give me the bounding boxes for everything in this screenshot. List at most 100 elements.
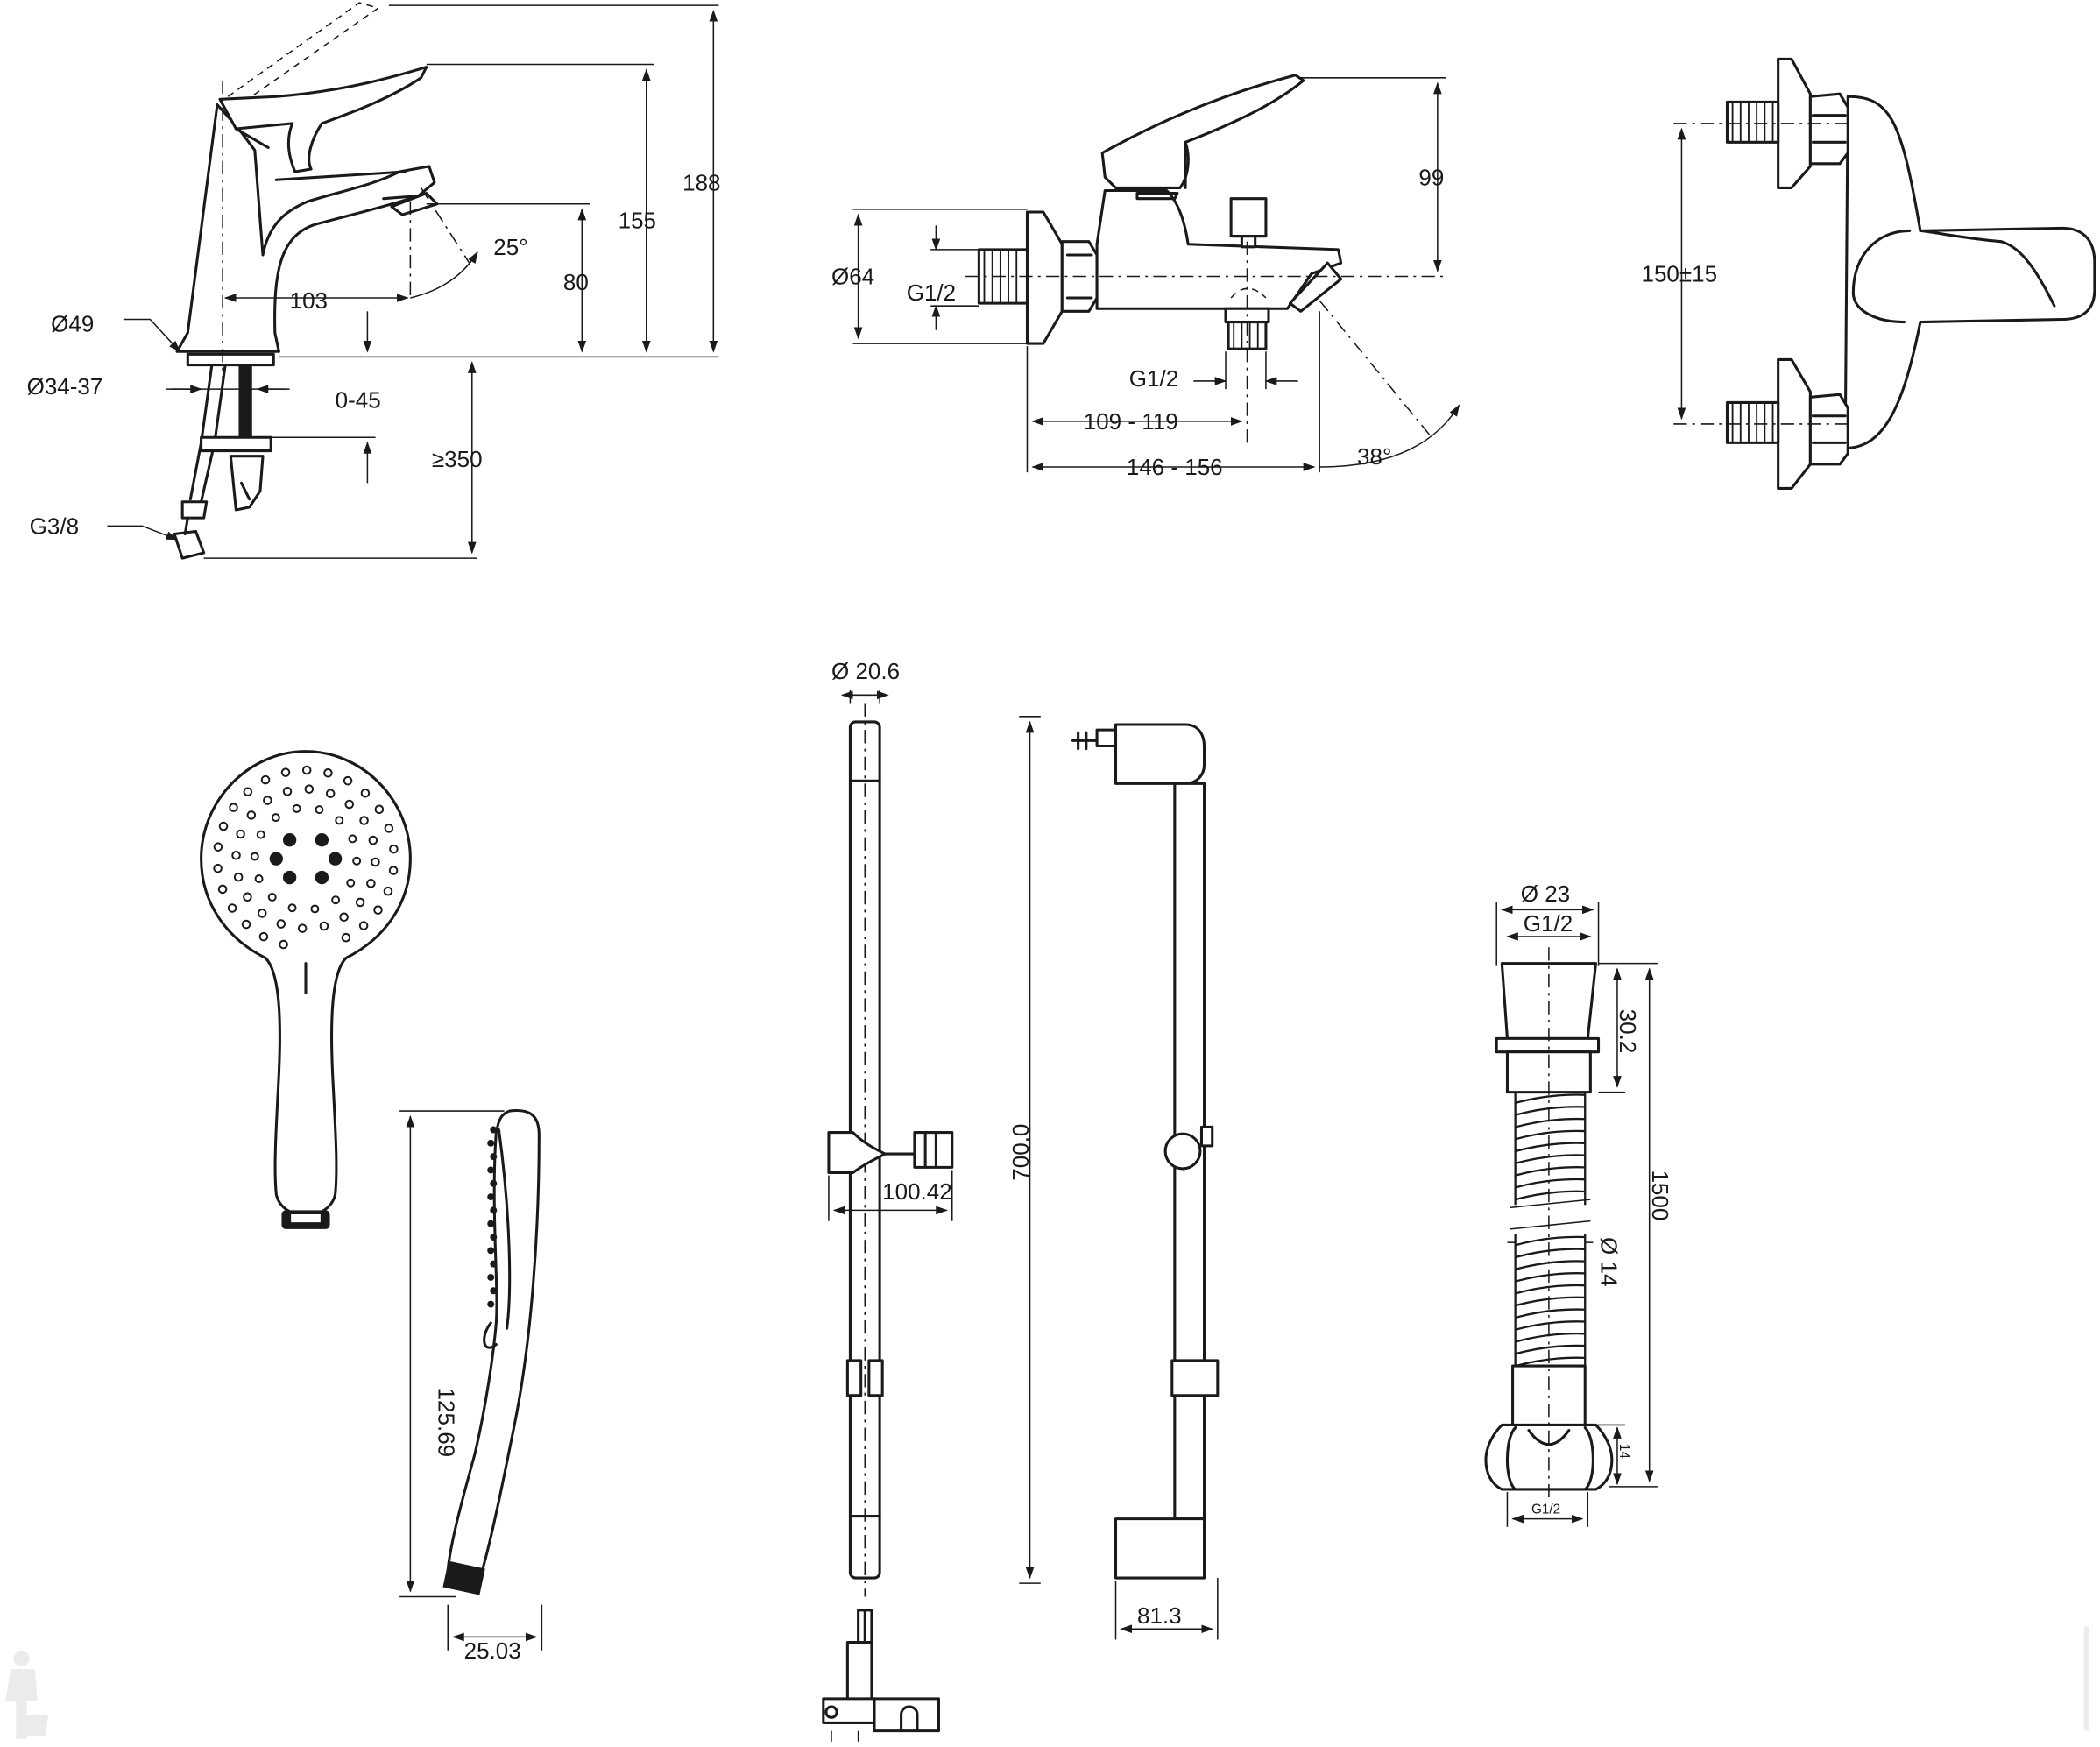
- hand-shower-side-view: 125.69 25.03: [399, 1108, 543, 1664]
- nozzle-dot: [304, 784, 315, 794]
- spray-nozzles: [213, 765, 399, 950]
- nozzle-dot: [383, 886, 393, 896]
- bath-angle-label: 38°: [1357, 443, 1391, 470]
- basin-thread-label: G3/8: [30, 513, 79, 540]
- nozzle-dot: [229, 803, 238, 812]
- nozzle-dot: [360, 788, 371, 798]
- hose-spiral: [1510, 1092, 1591, 1368]
- nozzle-dot: [490, 1126, 498, 1134]
- wall-mixer-view: 150±15: [1642, 57, 2096, 490]
- nozzle-dot: [335, 816, 344, 825]
- nozzle-dot: [269, 852, 283, 866]
- nozzle-dot: [487, 1220, 495, 1227]
- basin-reach-label: 103: [290, 287, 328, 314]
- hose-coil: [1515, 1260, 1586, 1270]
- hose-coil: [1515, 1272, 1586, 1283]
- slide-rail-side-view: 700.0 81.3: [1008, 716, 1220, 1640]
- bath-height-label: 99: [1418, 164, 1444, 190]
- nozzle-dot: [329, 852, 343, 866]
- nozzle-dot: [279, 939, 288, 950]
- nozzle-dot: [263, 796, 272, 805]
- nozzle-dot: [323, 768, 333, 778]
- hose-coil: [1515, 1129, 1586, 1141]
- nozzle-dot: [487, 1166, 495, 1174]
- nozzle-dot: [282, 786, 293, 796]
- nozzle-dot: [352, 856, 362, 866]
- basin-height-188-label: 188: [682, 169, 720, 195]
- bath-spout-length-label: 146 - 156: [1127, 454, 1223, 480]
- nozzle-dot: [487, 1273, 495, 1281]
- hose-coil: [1515, 1166, 1586, 1177]
- hose-coil: [1515, 1235, 1586, 1247]
- nozzle-dot: [348, 834, 357, 844]
- nozzle-dot: [246, 810, 257, 820]
- nozzle-dot: [243, 787, 253, 797]
- nozzle-dot: [231, 851, 241, 860]
- hose-cone-length-label: 30.2: [1615, 1009, 1641, 1054]
- rail-bracket-label: 81.3: [1137, 1602, 1182, 1629]
- slide-rail-front-view: Ø 20.6 100.42: [822, 658, 954, 1742]
- nozzle-dot: [271, 813, 280, 823]
- hand-shower-length-label: 125.69: [434, 1388, 460, 1458]
- plumber-logo-icon: [5, 1650, 49, 1739]
- hose-coil: [1515, 1154, 1586, 1164]
- nozzle-dot: [366, 879, 376, 888]
- hose-diameter-label: Ø 23: [1521, 881, 1570, 907]
- nozzle-dot: [359, 816, 369, 825]
- nozzle-dot: [276, 919, 286, 929]
- nozzle-dot: [487, 1139, 495, 1147]
- nozzle-dot: [355, 897, 365, 908]
- nozzle-dot: [267, 892, 277, 902]
- hose-coil: [1515, 1142, 1586, 1153]
- hose-top-thread-label: G1/2: [1524, 910, 1573, 937]
- rail-diameter-label: Ø 20.6: [831, 658, 900, 684]
- nozzle-dot: [487, 1193, 495, 1201]
- nozzle-dot: [490, 1287, 498, 1295]
- hose-coil: [1515, 1332, 1586, 1343]
- nozzle-dot: [292, 803, 301, 813]
- basin-hose-length-label: ≥350: [432, 446, 483, 472]
- hand-shower-thickness-label: 25.03: [464, 1637, 521, 1664]
- nozzle-dot: [301, 765, 312, 775]
- rail-length-label: 700.0: [1008, 1124, 1034, 1181]
- nozzle-dot: [344, 799, 355, 810]
- basin-mixer-view: Ø49 Ø34-37 G3/8 103 25° 80 155 188 0-45 …: [27, 2, 720, 560]
- nozzle-dot: [389, 844, 399, 854]
- nozzle-dot: [490, 1206, 498, 1214]
- nozzle-dot: [373, 905, 383, 915]
- nozzle-dot: [241, 919, 251, 930]
- basin-spout-height-label: 80: [563, 269, 589, 295]
- nozzle-dot: [243, 892, 252, 902]
- hose-coil: [1515, 1284, 1586, 1295]
- nozzle-dot: [346, 878, 356, 888]
- nozzle-dot: [490, 1179, 498, 1187]
- hand-shower-front-view: [200, 750, 412, 1229]
- hose-coil: [1515, 1344, 1586, 1355]
- bath-inlet-thread-label: G1/2: [907, 279, 956, 306]
- hose-coil: [1515, 1093, 1586, 1104]
- basin-deck-thickness-label: 0-45: [336, 387, 381, 414]
- nozzle-dot: [384, 824, 394, 833]
- nozzle-dot: [490, 1234, 498, 1241]
- hose-bottom-thread-label: G1/2: [1531, 1503, 1560, 1517]
- hose-coil: [1515, 1117, 1586, 1128]
- nozzle-dot: [260, 774, 271, 785]
- nozzle-dot: [297, 923, 308, 933]
- nozzle-dot: [490, 1153, 498, 1161]
- nozzle-dot: [341, 932, 351, 943]
- nozzle-dot: [250, 852, 259, 861]
- nozzle-dot: [213, 842, 223, 852]
- nozzle-dot: [287, 903, 297, 913]
- hose-length-label: 1500: [1647, 1170, 1673, 1220]
- hose-coil: [1515, 1178, 1586, 1189]
- nozzle-dot: [213, 863, 223, 874]
- basin-body-diameter-label: Ø49: [51, 310, 94, 336]
- bath-outlet-distance-label: 109 - 119: [1084, 408, 1178, 435]
- nozzle-dot: [236, 829, 245, 839]
- nozzle-dot: [487, 1300, 495, 1308]
- hose-coil: [1515, 1106, 1586, 1116]
- bath-outlet-thread-label: G1/2: [1129, 365, 1178, 392]
- nozzle-dot: [315, 870, 329, 885]
- nozzle-dot: [315, 833, 329, 847]
